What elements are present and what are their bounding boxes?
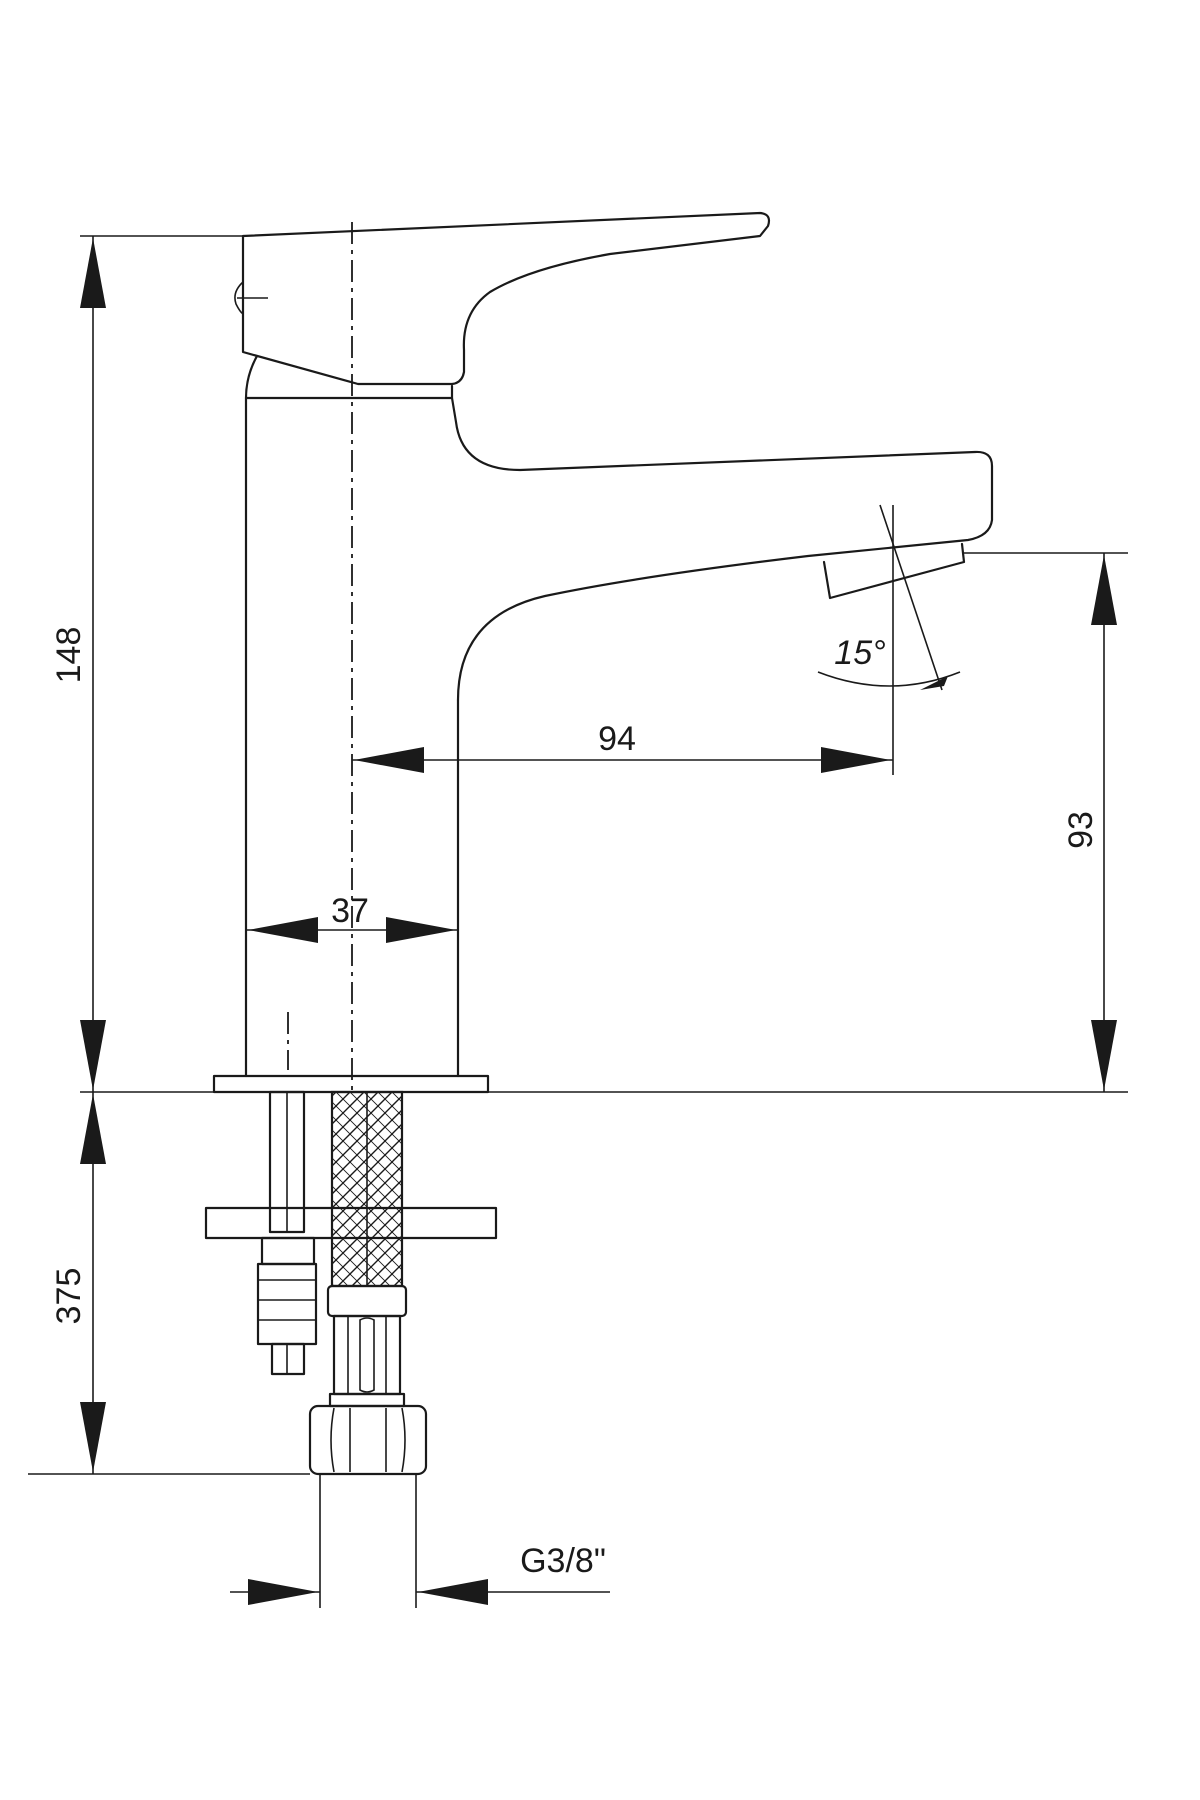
spout — [450, 396, 994, 702]
stud-end — [270, 1342, 306, 1376]
dimension-label-spout-reach: 94 — [598, 720, 636, 758]
dimension-hose-length: 375 — [50, 1092, 106, 1474]
base-flange — [212, 1074, 490, 1094]
dimension-label-spout-angle: 15° — [834, 634, 885, 672]
dimension-body-diameter: 37 — [246, 892, 458, 943]
dimension-connection-thread: G3/8" — [230, 1542, 610, 1605]
dimension-label-body-diameter: 37 — [331, 892, 369, 930]
dimension-label-spout-height: 93 — [1062, 811, 1100, 849]
dimension-label-connection-thread: G3/8" — [520, 1542, 606, 1580]
stud-nut — [260, 1236, 316, 1266]
dimension-spout-angle: 15° — [817, 634, 961, 690]
jet-angle-line — [879, 504, 943, 691]
hose-fitting — [332, 1314, 402, 1396]
connection-nut — [308, 1404, 428, 1476]
dimension-spout-height: 93 — [1062, 553, 1117, 1092]
mounting-assembly — [204, 1090, 498, 1476]
lever-handle — [241, 211, 771, 386]
dimension-label-hose-length: 375 — [50, 1268, 88, 1325]
lever-indicator — [234, 281, 268, 315]
aerator — [822, 542, 966, 600]
stud-thread — [256, 1262, 318, 1346]
dimension-spout-reach: 94 — [352, 720, 893, 773]
faucet-body — [212, 211, 994, 1094]
dimension-total-height: 148 — [50, 236, 106, 1092]
hose-ferrule — [326, 1284, 408, 1318]
dimension-label-total-height: 148 — [50, 627, 88, 684]
